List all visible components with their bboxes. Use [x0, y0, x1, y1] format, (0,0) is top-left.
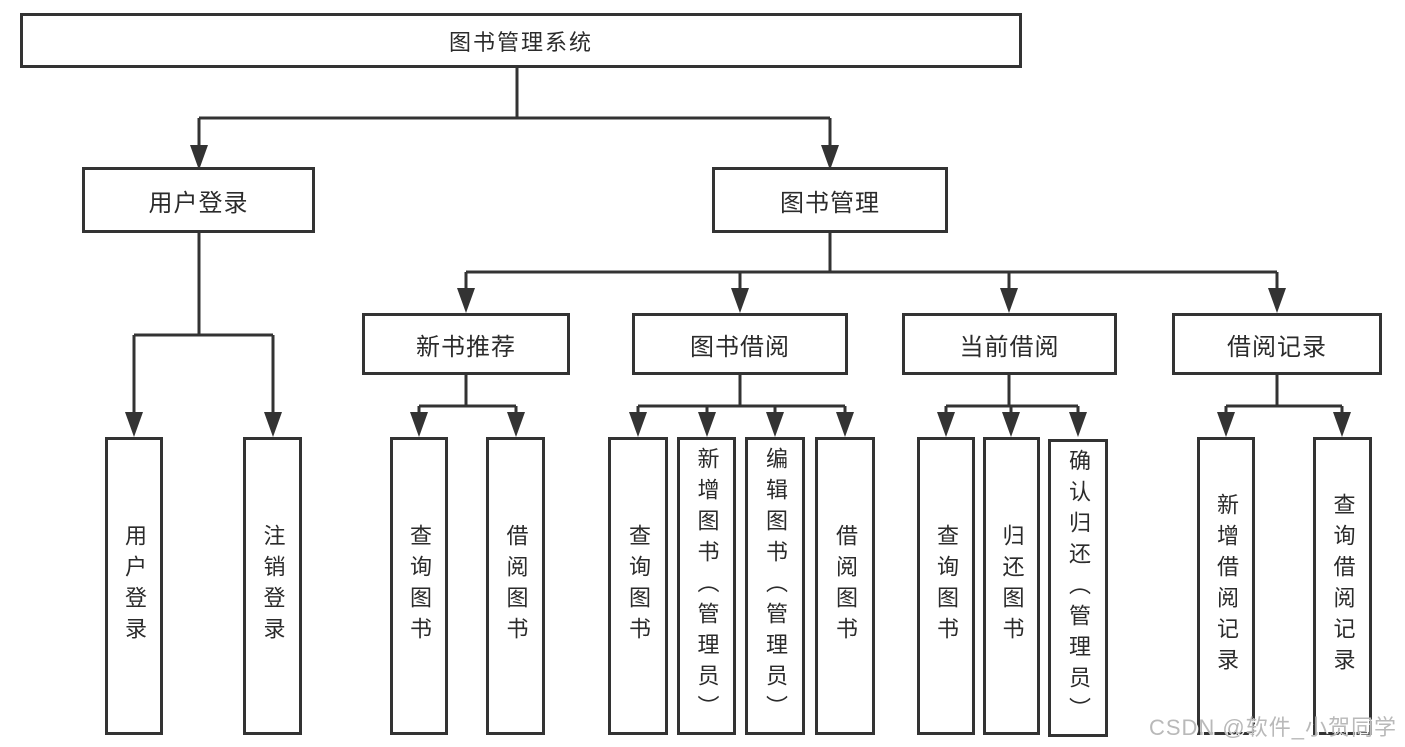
- leaf-edit-books-admin: 编辑图书（管理员）: [745, 437, 805, 735]
- leaf-borrow-books-2: 借阅图书: [815, 437, 875, 735]
- node-label: 新书推荐: [416, 333, 516, 361]
- node-label: 图书管理: [780, 189, 880, 217]
- node-label: 查询图书: [407, 524, 432, 648]
- node-label: 查询借阅记录: [1330, 493, 1356, 679]
- node-label: 编辑图书（管理员）: [763, 446, 788, 726]
- node-label: 借阅图书: [833, 524, 858, 648]
- node-user-login: 用户登录: [82, 167, 315, 233]
- leaf-user-login: 用户登录: [105, 437, 163, 735]
- node-label: 注销登录: [260, 524, 286, 648]
- node-label: 图书借阅: [690, 333, 790, 361]
- node-label: 新增借阅记录: [1214, 493, 1239, 679]
- leaf-query-books-2: 查询图书: [608, 437, 668, 735]
- node-label: 图书管理系统: [448, 29, 593, 55]
- node-label: 借阅记录: [1227, 333, 1327, 361]
- node-label: 当前借阅: [959, 333, 1060, 361]
- node-label: 确认归还（管理员）: [1066, 448, 1091, 728]
- leaf-query-borrow-record: 查询借阅记录: [1313, 437, 1372, 735]
- node-label: 用户登录: [122, 524, 147, 648]
- node-label: 用户登录: [148, 189, 249, 217]
- node-new-book-recommend: 新书推荐: [362, 313, 570, 375]
- node-current-borrow: 当前借阅: [902, 313, 1117, 375]
- node-label: 查询图书: [934, 524, 959, 648]
- leaf-borrow-books-1: 借阅图书: [486, 437, 545, 735]
- node-book-management: 图书管理: [712, 167, 948, 233]
- node-book-borrow: 图书借阅: [632, 313, 848, 375]
- node-label: 查询图书: [626, 524, 651, 648]
- leaf-logout: 注销登录: [243, 437, 302, 735]
- leaf-confirm-return-admin: 确认归还（管理员）: [1048, 439, 1108, 737]
- node-borrow-records: 借阅记录: [1172, 313, 1382, 375]
- leaf-add-books-admin: 新增图书（管理员）: [677, 437, 736, 735]
- node-label: 新增图书（管理员）: [694, 446, 720, 726]
- node-label: 借阅图书: [503, 524, 529, 648]
- leaf-query-books-3: 查询图书: [917, 437, 975, 735]
- node-label: 归还图书: [999, 524, 1025, 648]
- leaf-add-borrow-record: 新增借阅记录: [1197, 437, 1255, 735]
- leaf-query-books-1: 查询图书: [390, 437, 448, 735]
- leaf-return-books: 归还图书: [983, 437, 1040, 735]
- node-library-management-system: 图书管理系统: [20, 13, 1022, 68]
